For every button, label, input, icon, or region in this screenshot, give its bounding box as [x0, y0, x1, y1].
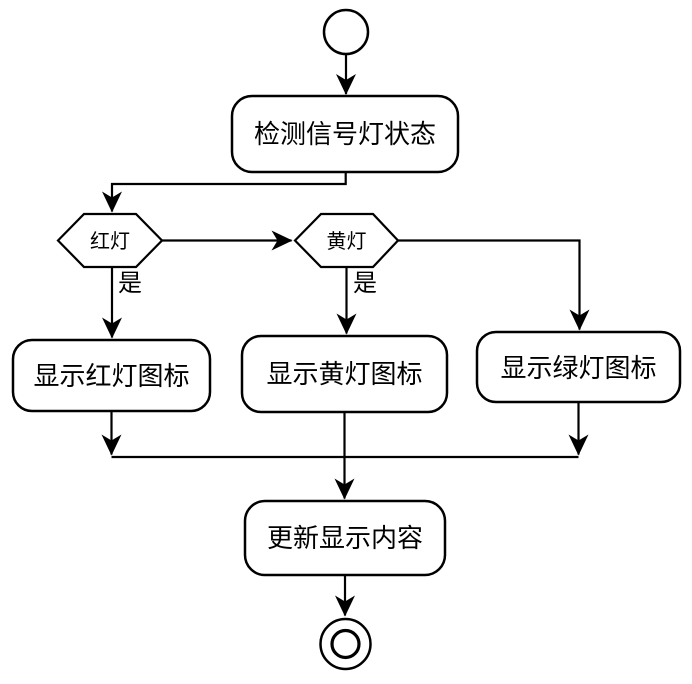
node-show-yellow-label: 显示黄灯图标 [266, 359, 422, 389]
node-show-green-label: 显示绿灯图标 [500, 353, 656, 383]
guard-label-yellow-yes: 是 [353, 270, 377, 297]
node-show-yellow: 显示黄灯图标 [240, 334, 449, 414]
node-red-condition: 红灯 [56, 212, 164, 269]
node-red-condition-label: 红灯 [90, 230, 130, 253]
node-yellow-condition-hexagon [293, 212, 400, 269]
guard-label-red-yes: 是 [118, 270, 142, 297]
edge-yellow-condition-to-show-green [398, 239, 590, 331]
start-node-circle [322, 8, 370, 56]
edge-detect-to-red-condition [102, 172, 347, 213]
node-yellow-condition-label: 黄灯 [327, 230, 367, 253]
node-show-green: 显示绿灯图标 [475, 330, 682, 404]
node-detect-box [230, 94, 460, 174]
final-node-double-circle [319, 617, 372, 671]
node-update: 更新显示内容 [243, 499, 447, 577]
node-show-green-box [475, 330, 682, 404]
node-show-red-label: 显示红灯图标 [33, 361, 189, 391]
node-detect: 检测信号灯状态 [230, 94, 460, 174]
node-show-red: 显示红灯图标 [11, 338, 212, 413]
node-update-label: 更新显示内容 [267, 523, 423, 553]
node-show-yellow-box [240, 334, 449, 414]
node-show-red-box [11, 338, 212, 413]
node-red-condition-hexagon [56, 212, 164, 269]
node-update-box [243, 499, 447, 577]
node-detect-label: 检测信号灯状态 [254, 119, 436, 149]
final-node-inner-circle [330, 628, 361, 660]
node-yellow-condition: 黄灯 [293, 212, 400, 269]
